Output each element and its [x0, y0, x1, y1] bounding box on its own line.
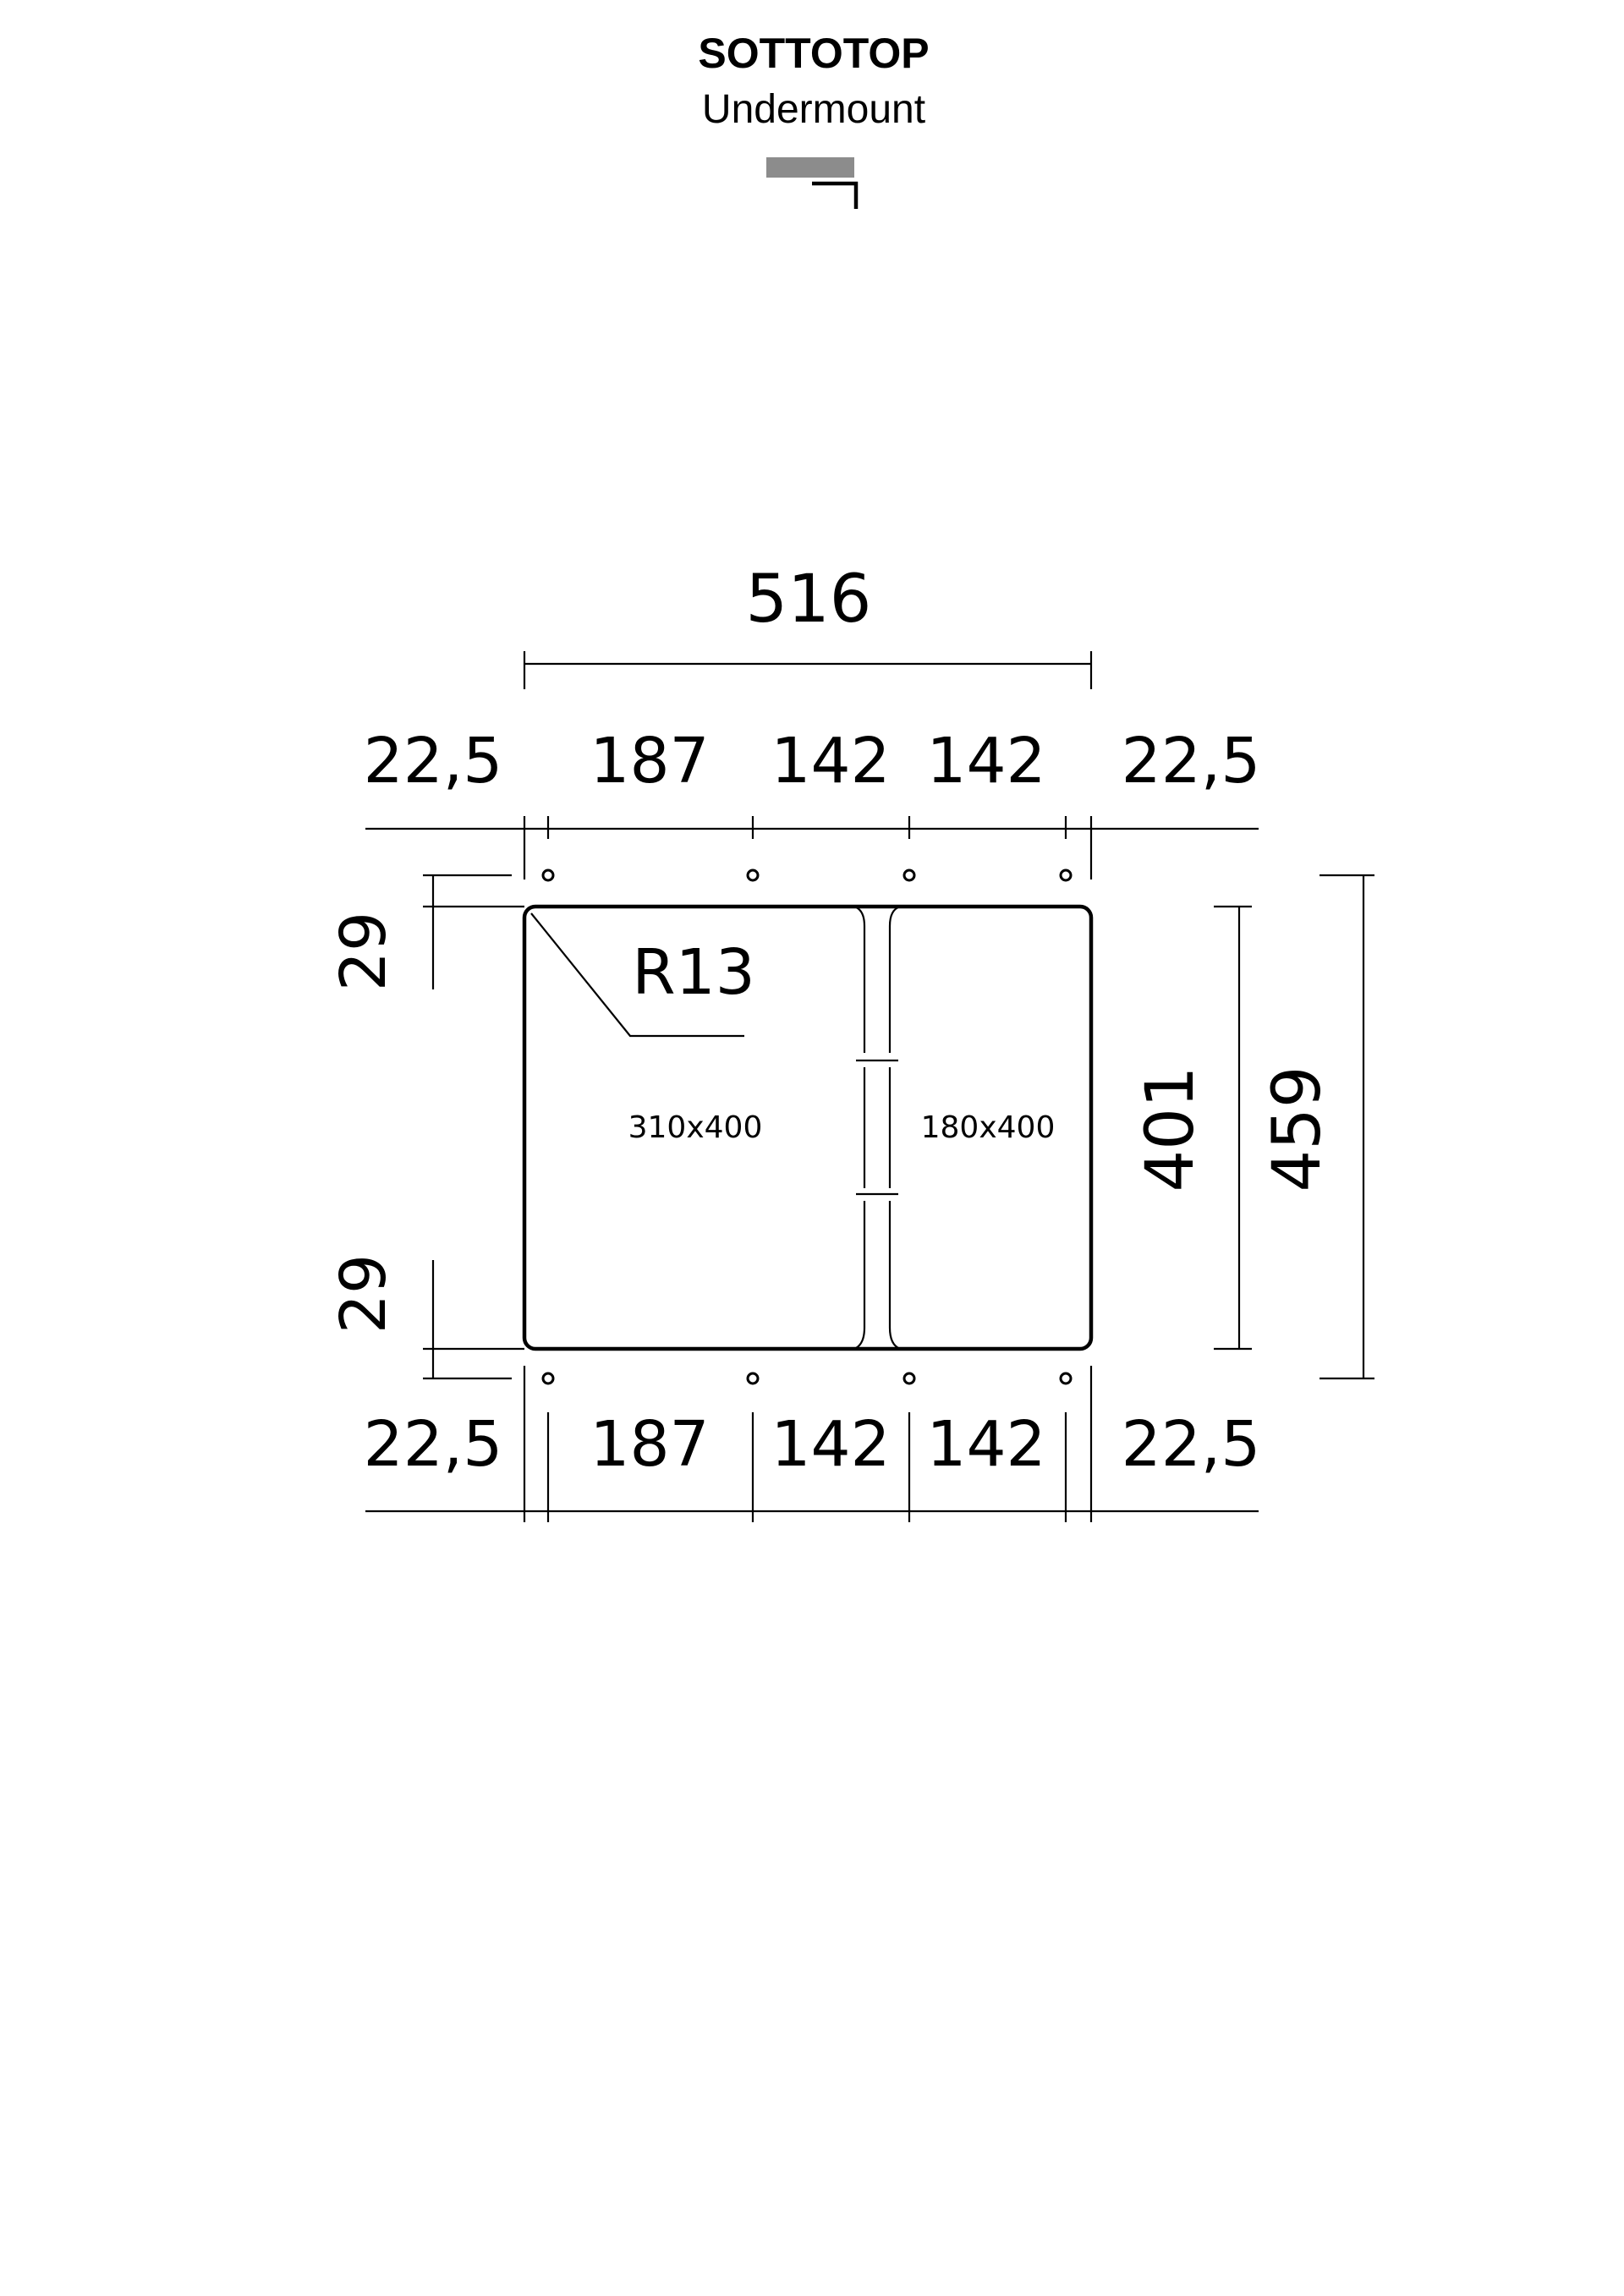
countertop-shape	[766, 157, 854, 178]
mounting-holes-top	[541, 869, 1073, 882]
mounting-hole	[746, 1372, 760, 1385]
mounting-hole	[541, 869, 555, 882]
corner-radius-label: R13	[632, 936, 755, 1009]
bowl-divider-right	[888, 905, 901, 1351]
sink-edge-shape	[812, 181, 859, 209]
sink-outer-rim	[522, 904, 1094, 1351]
left-offset-dimensions: 29 29	[327, 874, 524, 1380]
top-segment-label: 142	[771, 725, 890, 797]
mounting-hole	[903, 869, 916, 882]
top-segment-label: 22,5	[364, 725, 503, 797]
top-segment-label: 22,5	[1122, 725, 1261, 797]
sink-outline	[522, 904, 1094, 1351]
bottom-segment-label: 187	[590, 1408, 709, 1481]
top-segment-label: 187	[590, 725, 709, 797]
overall-depth-dimension: 459	[1259, 874, 1374, 1380]
mounting-hole	[541, 1372, 555, 1385]
left-bowl-size-label: 310x400	[628, 1110, 763, 1145]
corner-radius-callout: R13	[530, 912, 755, 1038]
mounting-hole	[1059, 869, 1073, 882]
mounting-hole	[1059, 1372, 1073, 1385]
top-segment-label: 142	[926, 725, 1045, 797]
overall-width-dimension: 516	[523, 562, 1093, 689]
top-segment-dimensions: 22,5 187 142 142 22,5	[364, 725, 1261, 879]
mounting-hole	[903, 1372, 916, 1385]
bottom-segment-label: 142	[771, 1408, 890, 1481]
bottom-segment-dimensions: 22,5 187 142 142 22,5	[364, 1366, 1261, 1522]
overall-width-label: 516	[746, 562, 872, 638]
bowl-depth-label: 401	[1133, 1066, 1209, 1192]
bottom-segment-label: 22,5	[1122, 1408, 1261, 1481]
overall-depth-label: 459	[1259, 1066, 1336, 1192]
left-top-offset-label: 29	[327, 912, 400, 991]
bowl-divider-left	[853, 905, 866, 1351]
bowl-depth-dimension: 401	[1133, 905, 1252, 1351]
mounting-holes-bottom	[541, 1372, 1073, 1385]
bottom-segment-label: 22,5	[364, 1408, 503, 1481]
right-bowl-size-label: 180x400	[921, 1110, 1056, 1145]
left-bottom-offset-label: 29	[327, 1254, 400, 1334]
title-text: SOTTOTOP	[698, 30, 929, 77]
mounting-hole	[746, 869, 760, 882]
radius-leader-line	[530, 912, 744, 1038]
undermount-install-icon	[766, 157, 859, 209]
subtitle-text: Undermount	[702, 87, 925, 132]
bottom-segment-label: 142	[926, 1408, 1045, 1481]
